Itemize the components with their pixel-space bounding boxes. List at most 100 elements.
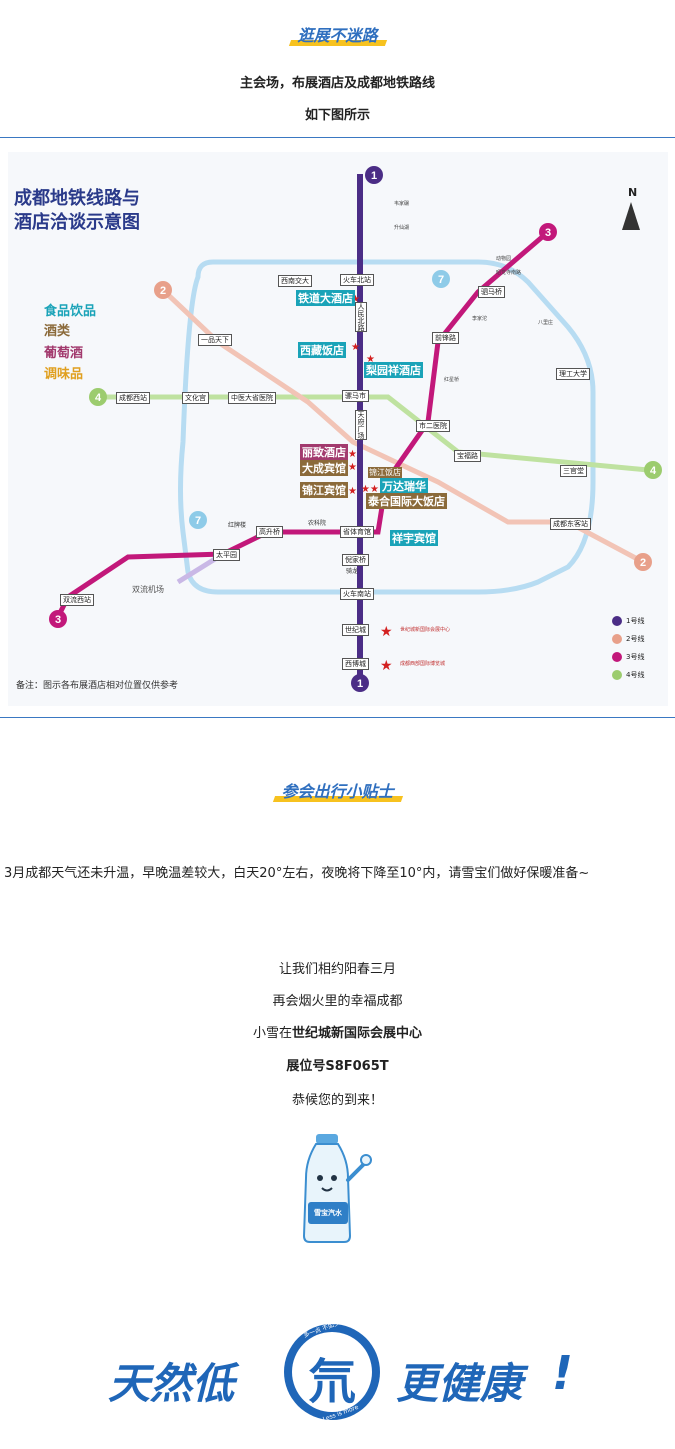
slogan-badge: 氘 多一点 不如少一点 Less is more [284, 1316, 380, 1423]
section-title-text: 参会出行小贴士 [281, 782, 394, 801]
legend-text: 4号线 [626, 671, 645, 679]
station-label: 双流西站 [60, 594, 94, 606]
hotel-label: 梨园祥酒店 [364, 362, 423, 378]
metro-map-svg: 1 1 3 3 2 2 4 4 7 7 ★ ★ ★ ★ ★ ★★ ★ ★ ★ [49, 166, 662, 692]
venue-star: ★ [380, 624, 393, 640]
closing-line-1: 让我们相约阳春三月 [278, 962, 396, 977]
hotel-star: ★ [348, 486, 357, 497]
venue-star: ★ [380, 658, 393, 674]
small-label: 动物园 [496, 256, 512, 262]
north-arrow-icon [622, 202, 640, 230]
line4-badge-right [644, 461, 662, 479]
station-label: 骡马市 [342, 390, 369, 402]
hotel-label: 泰合国际大饭店 [366, 493, 447, 509]
station-label: 火车南站 [340, 588, 374, 600]
legend-item: 4号线 [612, 666, 662, 684]
line4-badge-left [89, 388, 107, 406]
line7-badge-left-text: 7 [195, 515, 201, 527]
small-label: 升仙湖 [394, 225, 410, 231]
line1-badge-top [365, 166, 383, 184]
line2-badge-right-text: 2 [640, 557, 646, 569]
station-label: 天府广场 [355, 410, 367, 440]
hotel-label: 万达瑞华 [380, 478, 428, 494]
legend-swatch [612, 634, 622, 644]
airport-label: 双流机场 [132, 585, 164, 594]
category-liquor: 酒类 [44, 324, 71, 339]
line7-badge-top [432, 270, 450, 288]
weather-tip: 3月成都天气还未升温，早晚温差较大，白天20°左右，夜晚将下降至10°内，请雪宝… [4, 866, 590, 881]
venue-label: 成都西部国际博览城 [400, 661, 446, 667]
hotel-star: ★ [366, 354, 375, 365]
venue-label: 世纪城新国际会展中心 [400, 627, 451, 633]
hotel-label: 大成宾馆 [300, 460, 348, 476]
legend-item: 1号线 [612, 612, 662, 630]
intro-line-2: 如下图所示 [304, 108, 370, 123]
hotel-label: 祥宇宾馆 [390, 530, 438, 546]
station-label: 市二医院 [416, 420, 450, 432]
booth-number: 展位号S8F065T [286, 1059, 389, 1074]
station-label: 省体育馆 [340, 526, 374, 538]
intro-line-1: 主会场，布展酒店及成都地铁路线 [239, 76, 435, 91]
hotel-label: 锦江饭店 [368, 467, 402, 478]
bottle-label: 雪宝汽水 [314, 1209, 342, 1217]
slogan-left: 天然低 [108, 1360, 235, 1407]
closing-line-3: 小雪在世纪城新国际会展中心 [0, 1022, 675, 1041]
line1-badge-bottom [351, 674, 369, 692]
metro-map: 1 1 3 3 2 2 4 4 7 7 ★ ★ ★ ★ ★ ★★ ★ ★ ★ 成… [8, 152, 668, 706]
legend-swatch [612, 652, 622, 662]
venue-name: 世纪城新国际会展中心 [292, 1026, 423, 1041]
slogan-badge-inner [292, 1332, 372, 1412]
line3-badge-top [539, 223, 557, 241]
section-title-navigation: 逛展不迷路 [0, 22, 675, 46]
line3-badge-top-text: 3 [545, 227, 551, 239]
station-label: 人民北路 [355, 302, 367, 332]
legend-swatch [612, 616, 622, 626]
station-label: 倪家桥 [342, 554, 369, 566]
section-title-text: 逛展不迷路 [297, 26, 378, 45]
slogan-right: 更健康 [396, 1360, 523, 1407]
hotel-star: ★ [351, 294, 360, 305]
line3-path [55, 230, 550, 619]
station-label: 成都西站 [116, 392, 150, 404]
legend-swatch [612, 670, 622, 680]
slogan-exclaim: ! [552, 1346, 573, 1400]
station-label: 太平园 [213, 549, 240, 561]
hotel-star: ★ [351, 342, 360, 353]
category-wine: 葡萄酒 [44, 346, 84, 361]
station-label: 世纪城 [342, 624, 369, 636]
map-title-line2: 酒店洽谈示意图 [14, 212, 140, 232]
closing-line-3-prefix: 小雪在 [252, 1026, 292, 1041]
station-label: 宝福路 [454, 450, 481, 462]
line3-badge-bottom [49, 610, 67, 628]
small-label: 红星桥 [444, 377, 460, 383]
line3-badge-bottom-text: 3 [55, 614, 61, 626]
small-label: 韦家碾 [394, 201, 410, 207]
legend-text: 2号线 [626, 635, 645, 643]
station-label: 三官堂 [560, 465, 587, 477]
hotel-star: ★★ [361, 484, 379, 495]
legend-text: 1号线 [626, 617, 645, 625]
station-label: 一品天下 [198, 334, 232, 346]
station-label: 骑龙 [346, 568, 359, 575]
small-label: 李家沱 [472, 316, 488, 322]
divider-top [0, 137, 675, 138]
line1-badge-top-text: 1 [371, 170, 377, 182]
station-label: 前锋路 [432, 332, 459, 344]
hotel-label: 铁道大酒店 [296, 290, 355, 306]
line2-badge-right [634, 553, 652, 571]
hotel-label: 丽致酒店 [300, 444, 348, 460]
hotel-star: ★ [348, 462, 357, 473]
station-label: 红牌楼 [228, 522, 247, 529]
legend-item: 2号线 [612, 630, 662, 648]
station-label: 中医大省医院 [228, 392, 276, 404]
line2-badge-left [154, 281, 172, 299]
map-note: 备注：图示各布展酒店相对位置仅供参考 [16, 681, 179, 691]
line4-badge-right-text: 4 [650, 465, 657, 477]
hotel-label: 锦江宾馆 [300, 482, 348, 498]
legend-item: 3号线 [612, 648, 662, 666]
bottle-mascot-svg [302, 1134, 372, 1243]
category-food: 食品饮品 [44, 304, 97, 319]
bottle-mascot: 雪宝汽水 [296, 1130, 382, 1246]
slogan-badge-char: 氘 [307, 1354, 356, 1410]
closing-line-5: 恭候您的到来！ [291, 1093, 383, 1108]
